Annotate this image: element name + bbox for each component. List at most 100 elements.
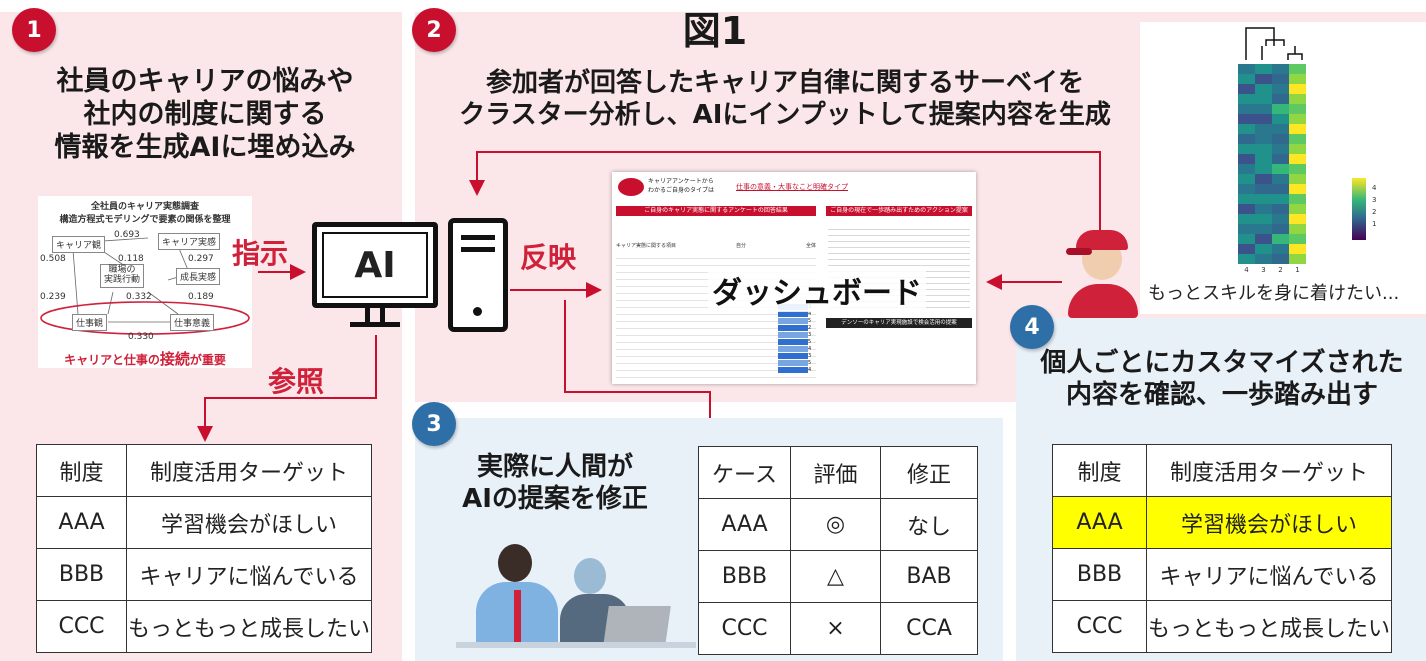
heatmap-cell	[1238, 204, 1255, 214]
heatmap-cell	[1255, 64, 1272, 74]
heatmap-cell	[1255, 144, 1272, 154]
heatmap-cell	[1272, 144, 1289, 154]
dashboard-logo	[618, 178, 644, 196]
sem-coef: 0.297	[188, 254, 214, 264]
sem-coef: 0.118	[118, 254, 144, 264]
heatmap-cell	[1238, 114, 1255, 124]
dashboard-section1: ご自身のキャリア実態に関するアンケートの回答結果	[616, 206, 816, 216]
table-row: AAA ◎ なし	[698, 498, 978, 551]
review-case-cell: AAA	[698, 498, 791, 551]
dashboard-header-type: 仕事の意義・大事なこと明確タイプ	[736, 183, 848, 191]
review-header-fix: 修正	[880, 446, 978, 499]
sem-coef: 0.330	[128, 332, 154, 342]
heatmap-cell	[1238, 214, 1255, 224]
heatmap-cells	[1238, 64, 1306, 264]
heatmap-cell	[1238, 234, 1255, 244]
dashboard-bars	[778, 304, 808, 380]
reference-label: 参照	[268, 365, 325, 398]
heatmap-cell	[1255, 204, 1272, 214]
heatmap-cell	[1255, 74, 1272, 84]
heatmap-cell	[1289, 224, 1306, 234]
review-case-cell: CCC	[698, 602, 791, 655]
person-icon	[1062, 226, 1142, 318]
heatmap-cell	[1238, 144, 1255, 154]
table-row-highlighted: AAA 学習機会がほしい	[1052, 496, 1392, 549]
review-fix-cell: CCA	[880, 602, 978, 655]
custom-target-cell: 学習機会がほしい	[1146, 496, 1392, 549]
heatmap-cell	[1272, 244, 1289, 254]
table-row: BBB キャリアに悩んでいる	[1052, 548, 1392, 601]
people-illustration	[456, 540, 696, 648]
heatmap-cell	[1272, 164, 1289, 174]
heatmap-cell	[1238, 74, 1255, 84]
heatmap-cell	[1289, 174, 1306, 184]
heatmap-cell	[1255, 234, 1272, 244]
step1-heading: 社員のキャリアの悩みや 社内の制度に関する 情報を生成AIに埋め込み	[54, 66, 356, 163]
heatmap-cell	[1272, 184, 1289, 194]
cluster-heatmap	[1238, 27, 1366, 264]
step2-heading: 参加者が回答したキャリア自律に関するサーベイを クラスター分析し、AIにインプッ…	[459, 68, 1111, 130]
heatmap-cell	[1255, 174, 1272, 184]
heatmap-cell	[1289, 104, 1306, 114]
step3-heading: 実際に人間が AIの提案を修正	[462, 452, 648, 514]
heatmap-cell	[1255, 154, 1272, 164]
heatmap-cell	[1255, 254, 1272, 264]
table-row: CCC × CCA	[698, 602, 978, 655]
custom-target-cell: もっともっと成長したい	[1146, 600, 1392, 653]
table-row: BBB △ BAB	[698, 550, 978, 603]
heatmap-cell	[1289, 94, 1306, 104]
heatmap-cell	[1289, 184, 1306, 194]
heatmap-cell	[1272, 194, 1289, 204]
dashboard-title: ダッシュボード	[708, 268, 926, 312]
heatmap-cell	[1255, 94, 1272, 104]
sem-coef: 0.508	[40, 254, 66, 264]
table-row: CCC もっともっと成長したい	[1052, 600, 1392, 653]
heatmap-cell	[1272, 84, 1289, 94]
custom-header-name: 制度	[1052, 444, 1147, 497]
sem-coef: 0.693	[114, 230, 140, 240]
table-row: AAA 学習機会がほしい	[36, 496, 372, 549]
review-fix-cell: BAB	[880, 550, 978, 603]
heatmap-cell	[1238, 84, 1255, 94]
heatmap-cell	[1289, 194, 1306, 204]
heatmap-cell	[1255, 194, 1272, 204]
heatmap-cell	[1272, 214, 1289, 224]
custom-name-cell: BBB	[1052, 548, 1147, 601]
step-1-badge: 1	[12, 8, 56, 52]
heatmap-cell	[1272, 94, 1289, 104]
step-3-badge: 3	[412, 402, 456, 446]
sem-caption: キャリアと仕事の接続が重要	[64, 350, 226, 368]
custom-header-target: 制度活用ターゲット	[1146, 444, 1392, 497]
step-4-badge: 4	[1010, 305, 1054, 349]
heatmap-cell	[1255, 214, 1272, 224]
heatmap-cell	[1272, 204, 1289, 214]
heatmap-cell	[1255, 124, 1272, 134]
sem-diagram: 全社員のキャリア実態調査 構造方程式モデリングで要素の関係を整理 キャリア観 キ…	[38, 196, 252, 368]
heatmap-cell	[1238, 254, 1255, 264]
heatmap-cell	[1238, 154, 1255, 164]
heatmap-cell	[1289, 244, 1306, 254]
review-fix-cell: なし	[880, 498, 978, 551]
ai-label: AI	[322, 232, 428, 298]
sem-node-work-view: 仕事観	[72, 314, 108, 331]
policy-name-cell: AAA	[36, 496, 127, 549]
heatmap-cell	[1255, 84, 1272, 94]
heatmap-cell	[1238, 94, 1255, 104]
heatmap-cell	[1238, 224, 1255, 234]
policy-name-cell: CCC	[36, 600, 127, 653]
ai-monitor-icon: AI	[312, 222, 438, 334]
sem-coef: 0.332	[126, 292, 152, 302]
dashboard-section2: ご自身の現在で一歩踏み出すためのアクション提案	[826, 206, 972, 216]
review-eval-cell: ◎	[790, 498, 881, 551]
heatmap-cell	[1238, 174, 1255, 184]
heatmap-cell	[1289, 254, 1306, 264]
heatmap-cell	[1255, 114, 1272, 124]
heatmap-cell	[1255, 184, 1272, 194]
heatmap-cell	[1255, 164, 1272, 174]
sem-coef: 0.239	[40, 292, 66, 302]
step-2-badge: 2	[412, 8, 456, 52]
policy-header-target: 制度活用ターゲット	[126, 444, 372, 497]
sem-node-work-meaning: 仕事意義	[170, 314, 215, 331]
step4-heading: 個人ごとにカスタマイズされた 内容を確認、一歩踏み出す	[1040, 348, 1404, 410]
heatmap-cell	[1238, 184, 1255, 194]
